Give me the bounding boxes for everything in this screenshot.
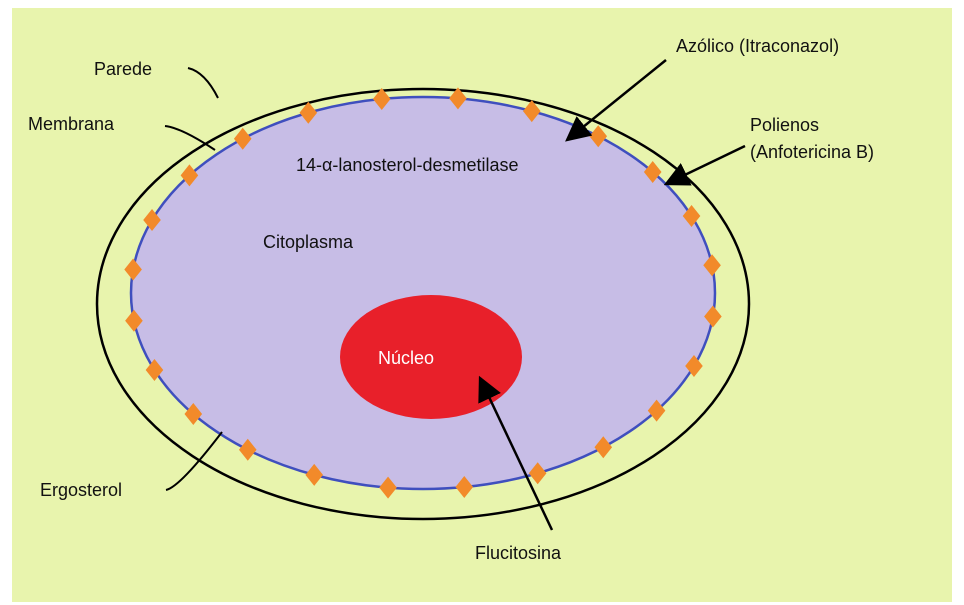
wall-label: Parede	[94, 59, 152, 79]
enzyme-label: 14-α-lanosterol-desmetilase	[296, 155, 519, 175]
azole-label: Azólico (Itraconazol)	[676, 36, 839, 56]
cytoplasm-label: Citoplasma	[263, 232, 354, 252]
ergosterol-label: Ergosterol	[40, 480, 122, 500]
flucytosine-label: Flucitosina	[475, 543, 562, 563]
polyene-label-line2: (Anfotericina B)	[750, 142, 874, 162]
polyene-label-line1: Polienos	[750, 115, 819, 135]
nucleus-label: Núcleo	[378, 348, 434, 368]
membrane-label: Membrana	[28, 114, 115, 134]
